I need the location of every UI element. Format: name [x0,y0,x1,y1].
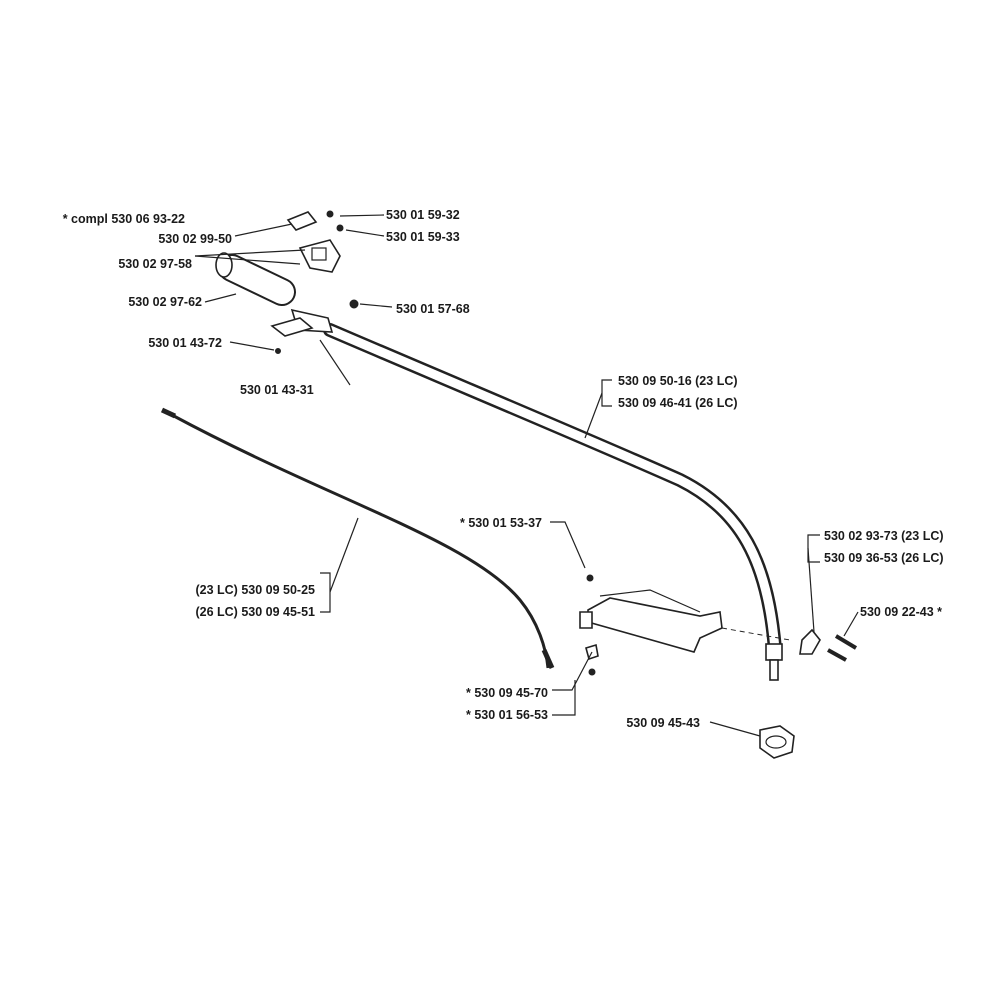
handle-grip [215,252,296,306]
label-530-01-53-37: * 530 01 53-37 [459,516,542,530]
shield-bracket [579,574,723,676]
label-530-02-97-58: 530 02 97-58 [118,257,192,271]
label-clamp-23lc: 530 02 93-73 (23 LC) [824,529,944,543]
main-tube [323,323,783,681]
label-530-09-22-43: 530 09 22-43 * [860,605,943,619]
label-530-01-56-53: * 530 01 56-53 [465,708,548,722]
label-compl-kit: * compl 530 06 93-22 [62,212,185,226]
label-530-01-43-31: 530 01 43-31 [240,383,314,397]
label-530-01-57-68: 530 01 57-68 [396,302,470,316]
label-shaft-26lc: (26 LC) 530 09 45-51 [195,605,315,619]
label-530-02-97-62: 530 02 97-62 [128,295,202,309]
label-530-01-59-33: 530 01 59-33 [386,230,460,244]
hex-nut [759,725,795,759]
tube-clamp-screws [721,627,858,662]
label-530-02-99-50: 530 02 99-50 [158,232,232,246]
handle-clamp-top [286,210,344,273]
throttle-housing [270,299,359,354]
label-clamp-26lc: 530 09 36-53 (26 LC) [824,551,944,565]
label-tube-26lc: 530 09 46-41 (26 LC) [618,396,738,410]
label-tube-23lc: 530 09 50-16 (23 LC) [618,374,738,388]
label-530-09-45-43: 530 09 45-43 [626,716,700,730]
leader-lines [194,214,859,737]
label-shaft-23lc: (23 LC) 530 09 50-25 [195,583,315,597]
label-530-09-45-70: * 530 09 45-70 [465,686,548,700]
label-530-01-43-72: 530 01 43-72 [148,336,222,350]
flexible-drive-shaft [160,407,555,670]
label-530-01-59-32: 530 01 59-32 [386,208,460,222]
